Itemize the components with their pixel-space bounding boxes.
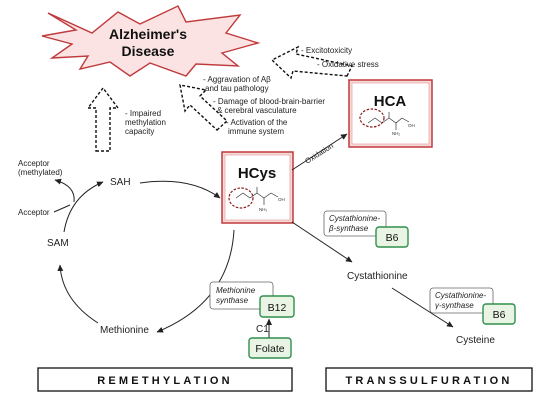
hca-highlight-circle xyxy=(359,108,385,128)
hca-effects-arrow xyxy=(270,45,354,80)
hcys-highlight-circle xyxy=(228,187,254,209)
cbs-line2: β-synthase xyxy=(328,224,369,233)
hcys-inner-box xyxy=(224,154,291,221)
impaired-methylation-arrow xyxy=(86,86,120,152)
b12-label: B12 xyxy=(268,302,287,314)
methylation-branch-arrow xyxy=(54,178,75,203)
effect-impaired: - Impaired xyxy=(125,109,161,118)
sam-to-sah-arrow xyxy=(63,181,104,233)
sah-to-hcys-arrow xyxy=(139,180,221,199)
transsulfuration-label: TRANSSULFURATION xyxy=(345,375,512,387)
hcys-oh-text: OH xyxy=(278,197,285,202)
acceptor-to-cycle-line xyxy=(53,204,71,213)
oxidation-label: Oxidation xyxy=(303,141,335,165)
cystathionine-label: Cystathionine xyxy=(347,271,408,282)
remethylation-bar xyxy=(37,367,293,392)
folate-badge xyxy=(248,337,292,359)
hca-nh2-text: NH₂ xyxy=(392,131,400,136)
hcys-label: HCys xyxy=(238,165,276,182)
hcys-to-methionine-arrow xyxy=(156,229,235,333)
cysteine-label: Cysteine xyxy=(456,335,495,346)
methionine-synthase-line2: synthase xyxy=(216,296,249,305)
cgs-line1: Cystathionine- xyxy=(435,291,486,300)
oxidation-arrow xyxy=(291,133,348,171)
effect-immune-system: immune system xyxy=(228,127,284,136)
effect-oxidative-stress: - Oxidative stress xyxy=(317,60,379,69)
effect-tau: and tau pathology xyxy=(205,84,269,93)
effect-excitotoxicity: - Excitotoxicity xyxy=(301,46,352,55)
effect-immune-activation: - Activation of the xyxy=(226,118,288,127)
cystathionine-to-cysteine-arrow xyxy=(391,287,454,328)
hcys-effects-arrow xyxy=(179,84,229,131)
cgs-line2: γ-synthase xyxy=(435,301,474,310)
cbs-box xyxy=(323,210,387,237)
folate-label: Folate xyxy=(255,343,284,355)
disease-title-line2: Disease xyxy=(122,43,175,59)
b6-label-cgs: B6 xyxy=(493,309,506,321)
acceptor-label: Acceptor xyxy=(18,208,50,217)
acceptor-methylated-line2: (methylated) xyxy=(18,168,63,177)
hcys-molecule: NH₂ OH xyxy=(228,187,285,212)
sah-label: SAH xyxy=(110,177,131,188)
methionine-to-sam-arrow xyxy=(57,264,99,324)
hca-molecule: NH₂ OH xyxy=(359,108,415,136)
b12-badge xyxy=(259,295,295,318)
acceptor-methylated-line1: Acceptor xyxy=(18,159,50,168)
cgs-box xyxy=(429,287,494,314)
hca-label: HCA xyxy=(374,93,407,110)
disease-title-line1: Alzheimer's xyxy=(109,26,187,42)
effect-aggravation: - Aggravation of Aβ xyxy=(203,75,271,84)
hcys-nh2-text: NH₂ xyxy=(259,207,267,212)
effect-methylation: methylation xyxy=(125,118,166,127)
hca-oh-text: OH xyxy=(408,123,415,128)
sam-label: SAM xyxy=(47,238,69,249)
transsulfuration-bar xyxy=(325,367,533,392)
alzheimers-starburst xyxy=(41,5,261,77)
b6-badge-cgs xyxy=(482,303,516,325)
methionine-synthase-line1: Methionine xyxy=(216,286,256,295)
remethylation-label: REMETHYLATION xyxy=(97,375,233,387)
hca-inner-box xyxy=(351,82,430,145)
effect-bbb-damage: - Damage of blood-brain-barrier xyxy=(213,97,325,106)
c1-label: C1 xyxy=(256,324,269,335)
b6-badge-cbs xyxy=(375,226,409,248)
hcys-to-cystathionine-arrow xyxy=(291,221,353,263)
b6-label-cbs: B6 xyxy=(386,232,399,244)
cbs-line1: Cystathionine- xyxy=(329,214,380,223)
effect-vasculature: & cerebral vasculature xyxy=(217,106,297,115)
methionine-label: Methionine xyxy=(100,325,149,336)
effect-capacity: capacity xyxy=(125,127,154,136)
